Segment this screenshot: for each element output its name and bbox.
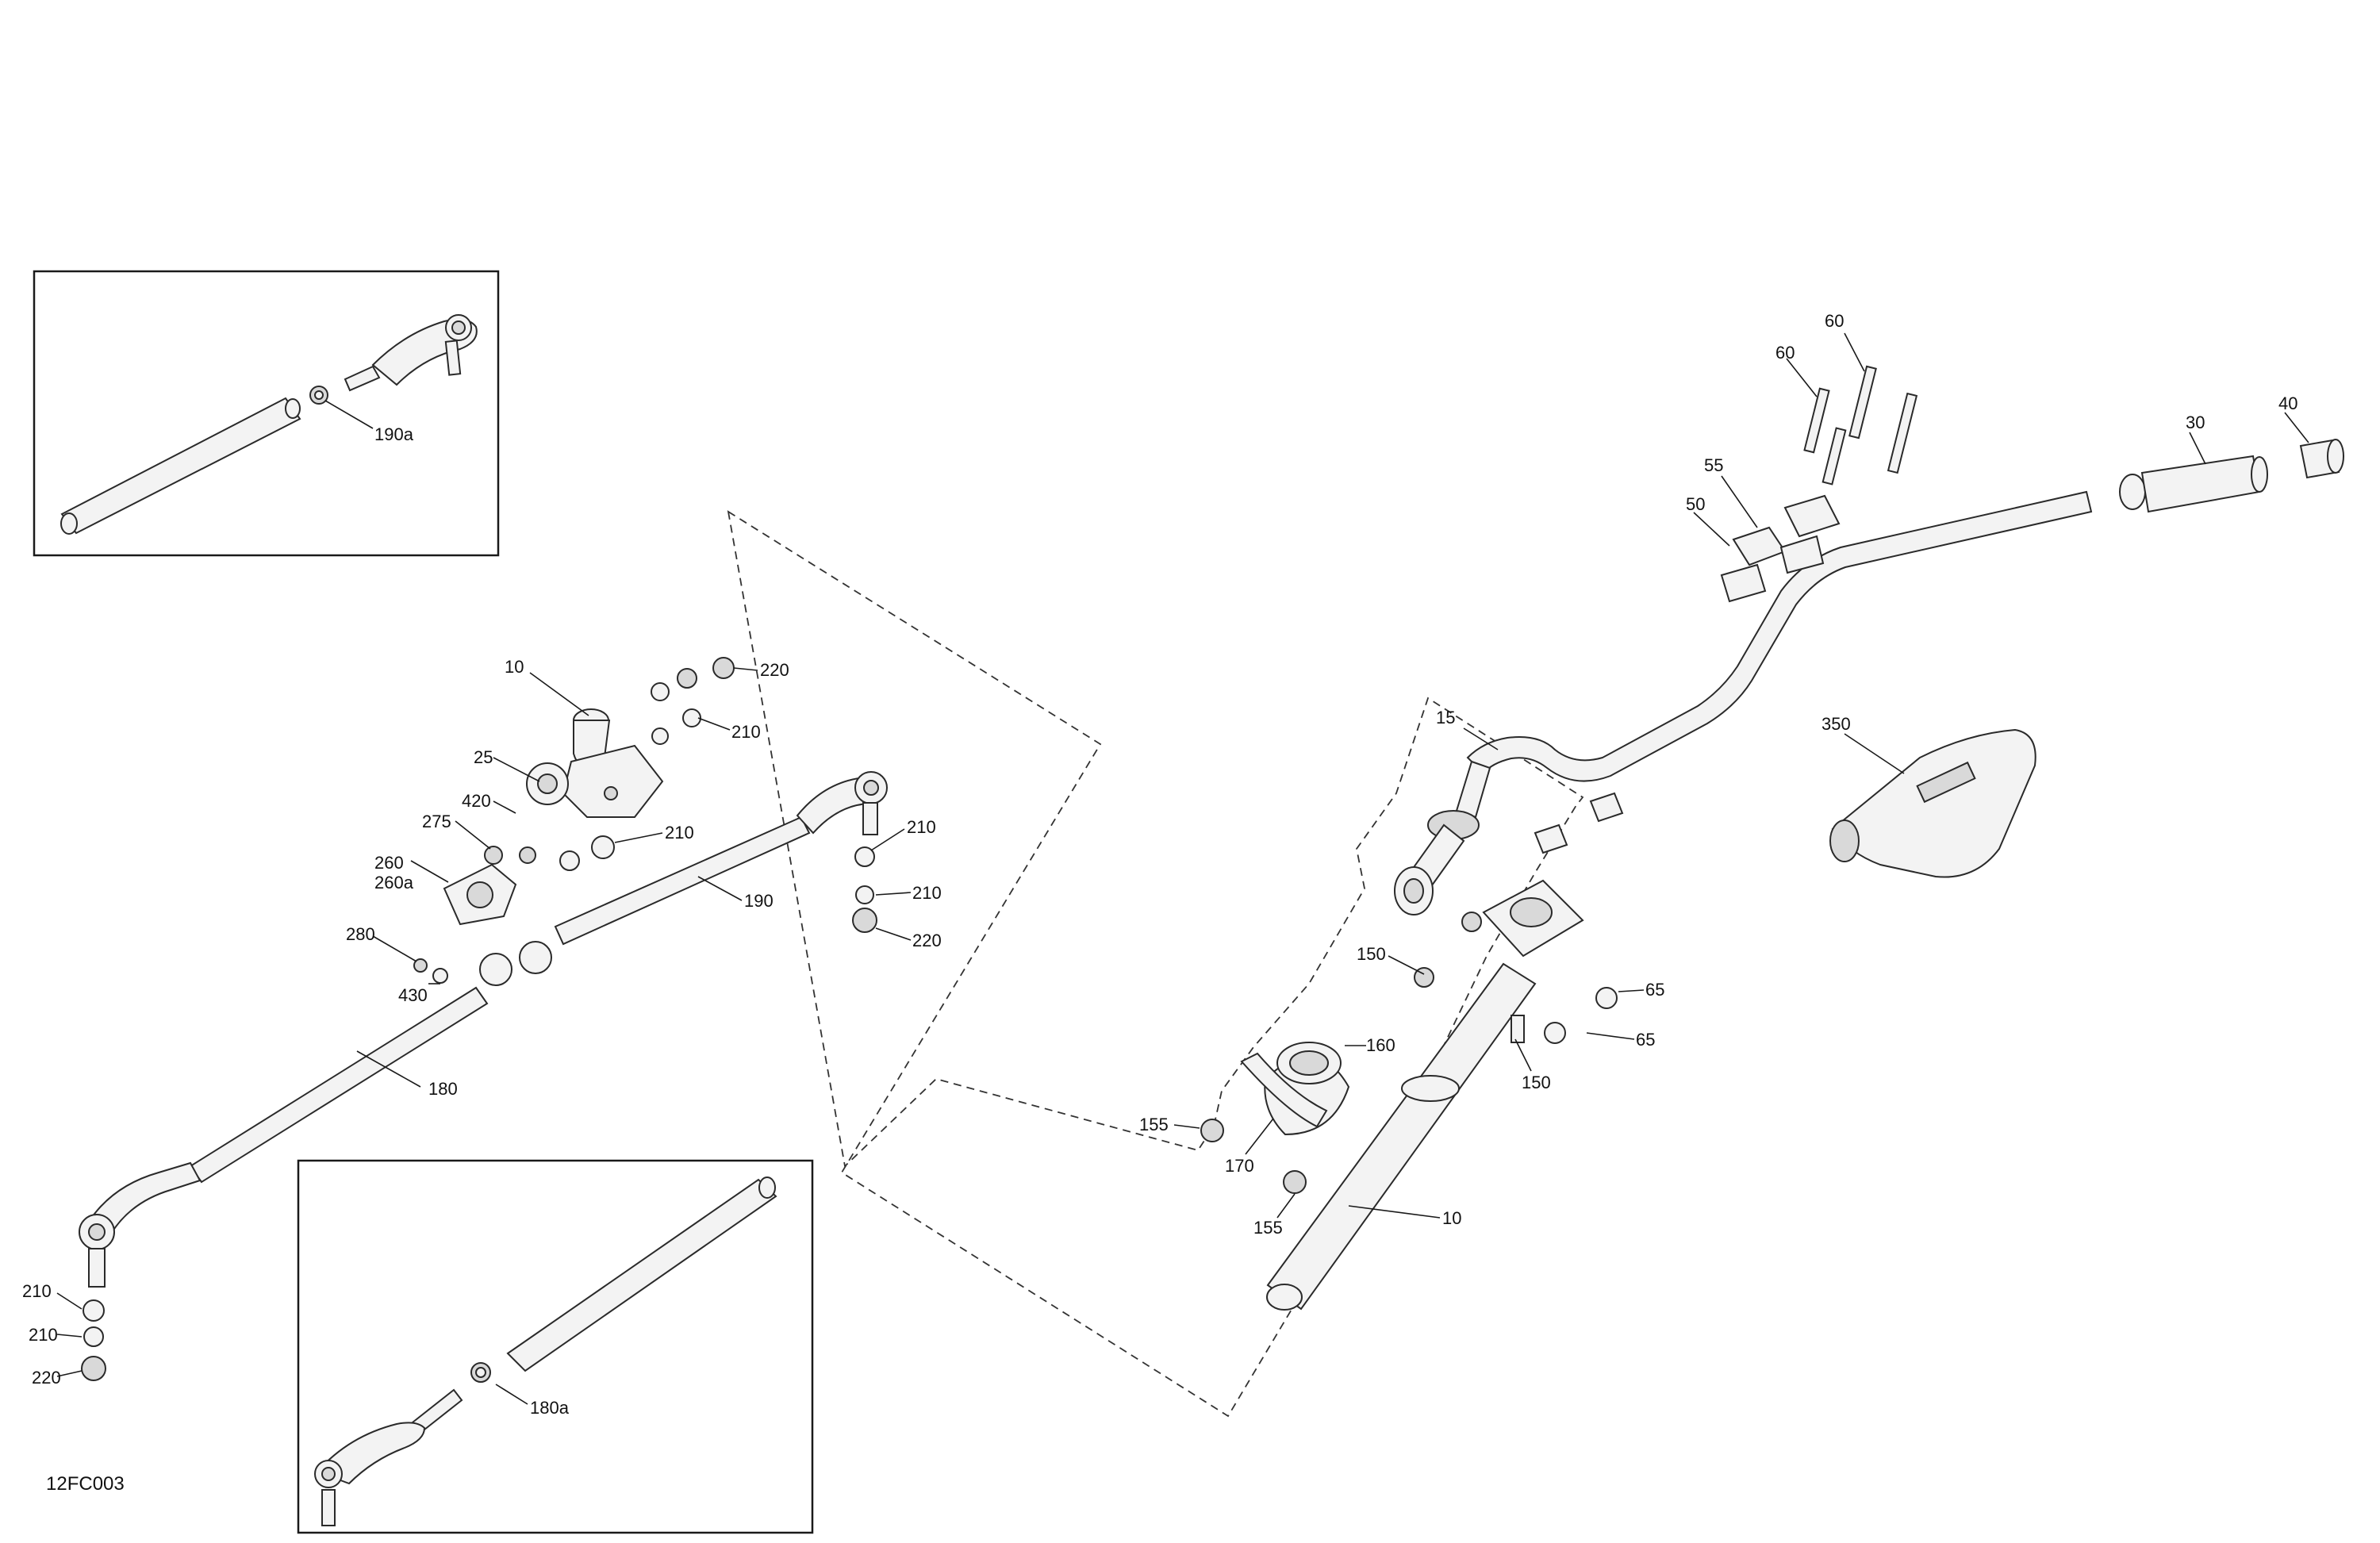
callout-190a: 190a bbox=[374, 424, 414, 444]
clamps-50-55 bbox=[1720, 494, 1841, 603]
callout-150-a: 150 bbox=[1357, 944, 1386, 964]
callout-430: 430 bbox=[398, 985, 428, 1005]
handlebar-15 bbox=[1394, 490, 2093, 915]
callout-210-b: 210 bbox=[665, 823, 694, 843]
handlebar-pad-350 bbox=[1829, 728, 2036, 878]
callout-420: 420 bbox=[462, 791, 491, 811]
callout-280: 280 bbox=[346, 924, 375, 944]
reference-code: 12FC003 bbox=[46, 1473, 125, 1495]
callout-210-c: 210 bbox=[907, 817, 936, 837]
callout-60-b: 60 bbox=[1825, 311, 1844, 331]
callout-260: 260 bbox=[374, 853, 404, 873]
callout-55: 55 bbox=[1704, 455, 1723, 475]
tie-rod-inset-2 bbox=[314, 1176, 777, 1526]
callout-30: 30 bbox=[2186, 413, 2205, 432]
callout-210-f: 210 bbox=[29, 1325, 58, 1345]
hardware-stack-right bbox=[81, 846, 877, 1381]
bushing-160-clamp-170 bbox=[1200, 912, 1618, 1194]
callout-25: 25 bbox=[474, 747, 493, 767]
callout-50: 50 bbox=[1686, 494, 1705, 514]
inset-frame-bottom bbox=[297, 1159, 814, 1534]
callout-60-a: 60 bbox=[1775, 343, 1795, 363]
bar-end-40 bbox=[2299, 439, 2344, 479]
tie-rod-inset-1 bbox=[60, 314, 478, 535]
callout-180: 180 bbox=[428, 1079, 458, 1099]
callout-190: 190 bbox=[744, 891, 774, 911]
callout-65-a: 65 bbox=[1645, 980, 1664, 1000]
callout-220-bottom: 220 bbox=[32, 1368, 61, 1388]
inset-frame-top-left bbox=[33, 270, 500, 557]
callout-15: 15 bbox=[1436, 708, 1455, 727]
callout-155-a: 155 bbox=[1139, 1115, 1169, 1134]
callout-220-right: 220 bbox=[912, 931, 942, 950]
callout-labels: 190a 180a 10 220 210 25 420 210 275 260 … bbox=[22, 311, 2297, 1418]
callout-40: 40 bbox=[2278, 393, 2297, 413]
callout-210-d: 210 bbox=[912, 883, 942, 903]
bolts-60 bbox=[1803, 365, 1918, 486]
callout-160: 160 bbox=[1366, 1035, 1395, 1055]
callout-65-b: 65 bbox=[1636, 1030, 1655, 1050]
steering-column-10 bbox=[1266, 792, 1624, 1311]
callout-210-e: 210 bbox=[22, 1281, 52, 1301]
callout-10-left: 10 bbox=[505, 657, 524, 677]
tie-rod-190 bbox=[554, 771, 888, 946]
assembly-dashed-outline bbox=[727, 510, 1584, 1418]
callout-180a: 180a bbox=[530, 1398, 570, 1418]
tie-rod-180 bbox=[79, 986, 489, 1288]
callout-10-right: 10 bbox=[1442, 1208, 1461, 1228]
callout-150-b: 150 bbox=[1522, 1073, 1551, 1092]
callout-210-a: 210 bbox=[731, 722, 761, 742]
callout-220-top: 220 bbox=[760, 660, 789, 680]
grip-30 bbox=[2119, 455, 2268, 513]
leader-lines bbox=[56, 332, 2309, 1405]
callout-260a: 260a bbox=[374, 873, 414, 892]
callout-350: 350 bbox=[1821, 714, 1851, 734]
hardware-stack-top bbox=[484, 657, 735, 871]
callout-170: 170 bbox=[1225, 1156, 1254, 1176]
steering-bracket-10 bbox=[443, 708, 664, 986]
callout-155-b: 155 bbox=[1253, 1218, 1283, 1238]
callout-275: 275 bbox=[422, 812, 451, 831]
